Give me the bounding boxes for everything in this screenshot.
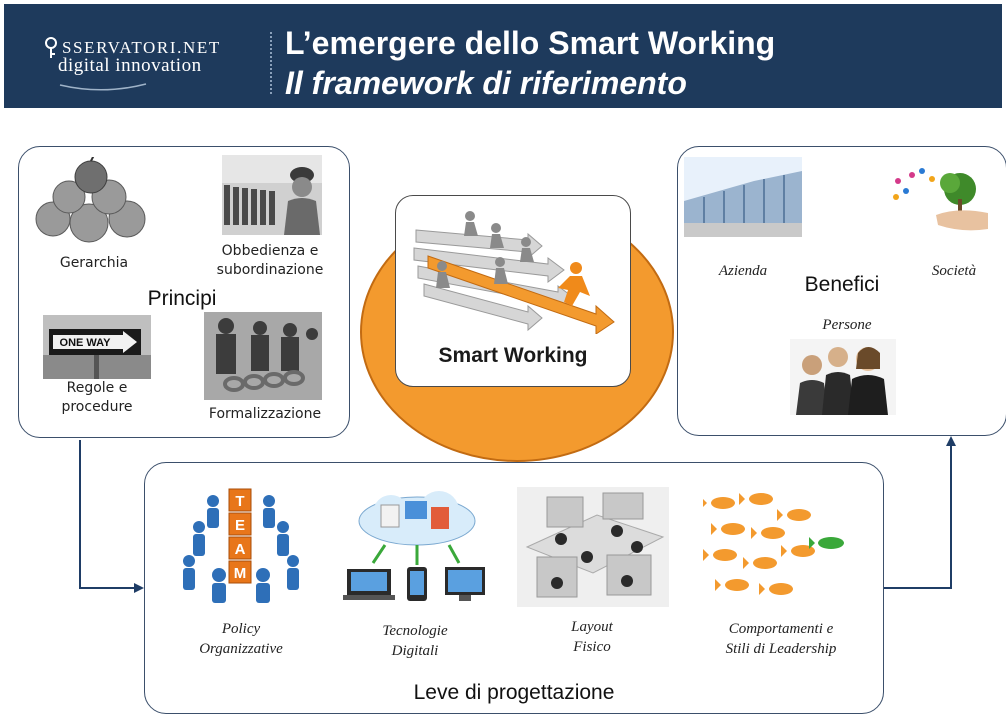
label-comportamenti: Comportamenti e Stili di Leadership bbox=[701, 619, 861, 659]
policy-line-1: Policy bbox=[221, 621, 261, 637]
policy-line-2: Organizzative bbox=[199, 641, 283, 657]
header-banner: SSERVATORI.NET digital innovation L’emer… bbox=[4, 4, 1002, 108]
label-societa: Società bbox=[931, 263, 977, 279]
benefici-title: Benefici bbox=[804, 273, 880, 296]
arrowhead-benefici bbox=[946, 436, 956, 446]
label-azienda: Azienda bbox=[718, 263, 768, 279]
label-obbedienza: Obbedienza e subordinazione bbox=[216, 243, 324, 278]
team-letter-m: M bbox=[234, 565, 247, 582]
factory-workers-illustration bbox=[204, 312, 322, 400]
arrow-principi-to-leve bbox=[79, 440, 136, 589]
label-regole: Regole e procedure bbox=[61, 380, 133, 415]
smart-working-label: Smart Working bbox=[438, 344, 588, 367]
digital-cloud-illustration bbox=[343, 491, 485, 601]
osservatori-logo: SSERVATORI.NET digital innovation bbox=[44, 37, 221, 91]
comportamenti-line-2: Stili di Leadership bbox=[725, 641, 837, 657]
label-policy-organizzative: Policy Organizzative bbox=[179, 619, 303, 659]
building-illustration bbox=[684, 157, 802, 237]
label-layout-fisico: Layout Fisico bbox=[547, 617, 637, 657]
tecnologie-line-2: Digitali bbox=[391, 643, 439, 659]
team-letter-a: A bbox=[235, 541, 246, 558]
one-way-sign-illustration: ONE WAY bbox=[43, 315, 151, 379]
logo-top-text: SSERVATORI.NET bbox=[62, 38, 221, 57]
principi-title: Principi bbox=[147, 287, 217, 310]
header-separator bbox=[270, 32, 272, 94]
principi-box: Gerarchia Obbedienza e subordinazione Pr… bbox=[18, 146, 350, 438]
arrowhead-leve bbox=[134, 583, 144, 593]
leve-box: T E A M Policy Organizzative Tecnologie … bbox=[144, 462, 884, 714]
office-layout-illustration bbox=[517, 487, 669, 607]
tecnologie-line-1: Tecnologie bbox=[382, 623, 448, 639]
logo-swoosh bbox=[59, 83, 147, 91]
team-people-illustration: T E A M bbox=[183, 488, 299, 603]
key-icon bbox=[44, 37, 59, 59]
smart-working-box: Smart Working bbox=[395, 195, 631, 387]
soldier-illustration bbox=[222, 155, 322, 235]
apples-illustration bbox=[35, 157, 146, 243]
sign-text: ONE WAY bbox=[60, 337, 112, 349]
hand-tree-illustration bbox=[893, 168, 988, 231]
comportamenti-line-1: Comportamenti e bbox=[728, 621, 834, 637]
arrow-leve-to-benefici bbox=[884, 444, 952, 589]
team-letter-t: T bbox=[235, 493, 244, 510]
goldfish-illustration bbox=[703, 493, 844, 595]
label-persone: Persone bbox=[822, 317, 872, 333]
logo-bottom-text: digital innovation bbox=[58, 55, 202, 76]
layout-line-2: Fisico bbox=[573, 639, 611, 655]
runners-arrows-icon bbox=[413, 211, 615, 334]
leve-title: Leve di progettazione bbox=[413, 681, 615, 704]
people-illustration bbox=[790, 339, 896, 415]
page-subtitle: Il framework di riferimento bbox=[285, 65, 687, 101]
layout-line-1: Layout bbox=[571, 619, 613, 635]
team-letter-e: E bbox=[235, 517, 245, 534]
label-tecnologie-digitali: Tecnologie Digitali bbox=[357, 621, 473, 661]
benefici-box: Azienda Società Benefici Persone bbox=[677, 146, 1006, 436]
page-title: L’emergere dello Smart Working bbox=[285, 25, 776, 61]
label-gerarchia: Gerarchia bbox=[59, 255, 129, 271]
label-formalizzazione: Formalizzazione bbox=[208, 406, 322, 422]
